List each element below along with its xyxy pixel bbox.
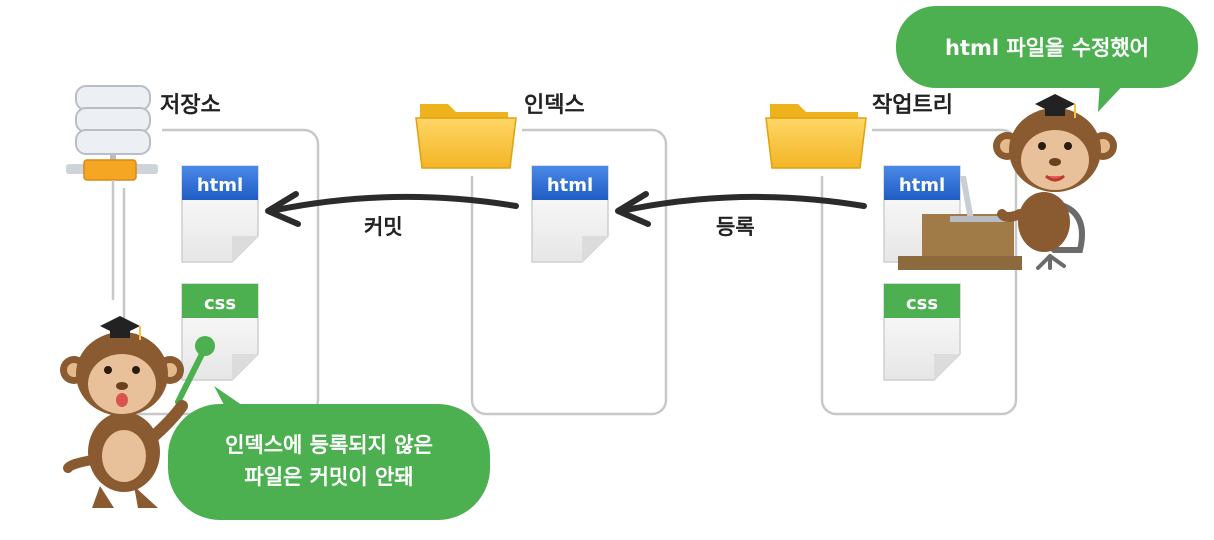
bottom-bubble-text-line2: 파일은 커밋이 안돼 bbox=[244, 465, 413, 489]
svg-text:html: html bbox=[899, 175, 945, 196]
register-label: 등록 bbox=[716, 215, 755, 239]
top-speech-bubble: html 파일을 수정했어 bbox=[896, 6, 1198, 112]
index-folder-icon bbox=[415, 104, 517, 169]
bottom-bubble-text-line1: 인덱스에 등록되지 않은 bbox=[225, 433, 433, 457]
monkey-working-icon bbox=[898, 94, 1117, 270]
worktree-panel bbox=[820, 128, 1018, 416]
svg-text:css: css bbox=[906, 293, 938, 314]
index-label: 인덱스 bbox=[524, 93, 585, 118]
worktree-folder-icon bbox=[765, 104, 867, 169]
repository-html-file-icon: html bbox=[181, 165, 259, 263]
register-arrow bbox=[615, 191, 867, 227]
worktree-css-file-icon: css bbox=[883, 283, 961, 381]
repository-label: 저장소 bbox=[160, 93, 221, 118]
commit-arrow bbox=[265, 191, 519, 227]
index-panel bbox=[470, 128, 668, 416]
server-icon bbox=[66, 85, 158, 300]
monkey-teacher-icon bbox=[60, 316, 215, 508]
index-html-file-icon: html bbox=[531, 165, 609, 263]
bottom-speech-bubble: 인덱스에 등록되지 않은 파일은 커밋이 안돼 bbox=[168, 386, 490, 520]
top-bubble-text: html 파일을 수정했어 bbox=[945, 36, 1149, 60]
svg-text:html: html bbox=[197, 175, 243, 196]
svg-text:css: css bbox=[204, 293, 236, 314]
commit-label: 커밋 bbox=[364, 215, 403, 239]
svg-text:html: html bbox=[547, 175, 593, 196]
worktree-label: 작업트리 bbox=[872, 93, 953, 118]
